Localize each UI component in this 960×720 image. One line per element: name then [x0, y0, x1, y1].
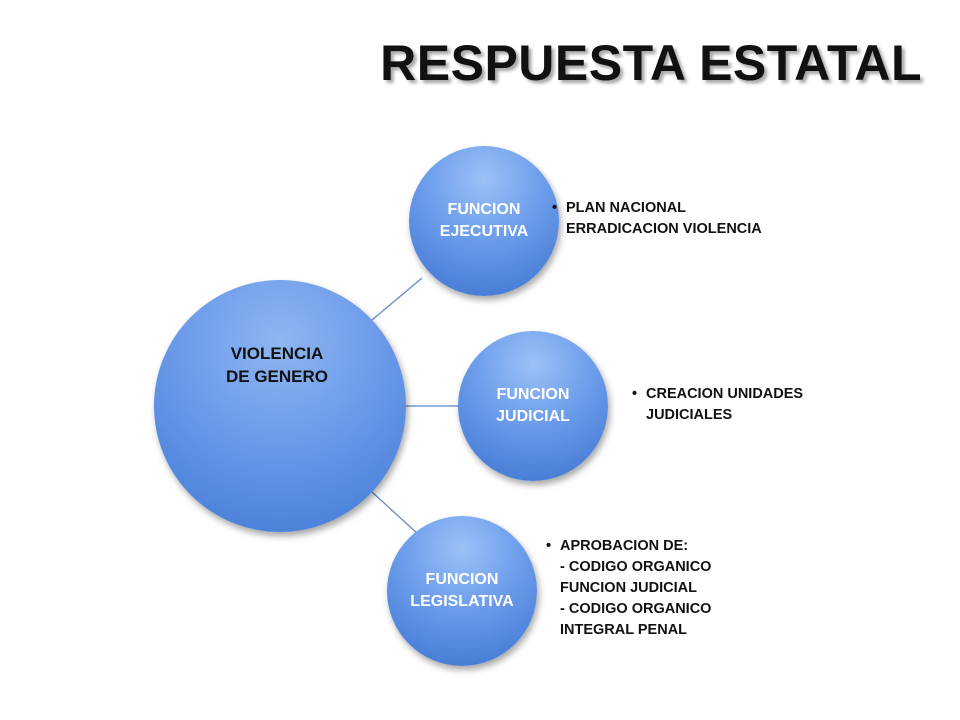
bullet-item: APROBACION DE: - CODIGO ORGANICO FUNCION…	[546, 536, 711, 641]
page-title: RESPUESTA ESTATAL	[380, 35, 922, 91]
node-funcion-judicial: FUNCION JUDICIAL	[458, 331, 608, 481]
node-judicial-label: FUNCION JUDICIAL	[496, 386, 570, 425]
bullet-item: PLAN NACIONAL ERRADICACION VIOLENCIA	[552, 198, 762, 240]
bullets-judicial: CREACION UNIDADES JUDICIALES	[632, 384, 803, 426]
center-node-label: VIOLENCIA DE GENERO	[225, 344, 329, 386]
bullets-ejecutiva: PLAN NACIONAL ERRADICACION VIOLENCIA	[552, 198, 762, 240]
bullets-legislativa: APROBACION DE: - CODIGO ORGANICO FUNCION…	[546, 536, 711, 641]
center-node-violencia: VIOLENCIA DE GENERO	[154, 280, 406, 532]
node-legislativa-label: FUNCION LEGISLATIVA	[410, 571, 514, 610]
node-ejecutiva-label: FUNCION EJECUTIVA	[439, 201, 529, 240]
connector-ejecutiva	[371, 277, 423, 321]
node-funcion-ejecutiva: FUNCION EJECUTIVA	[409, 146, 559, 296]
bullet-item: CREACION UNIDADES JUDICIALES	[632, 384, 803, 426]
node-funcion-legislativa: FUNCION LEGISLATIVA	[387, 516, 537, 666]
connector-legislativa	[371, 491, 419, 535]
